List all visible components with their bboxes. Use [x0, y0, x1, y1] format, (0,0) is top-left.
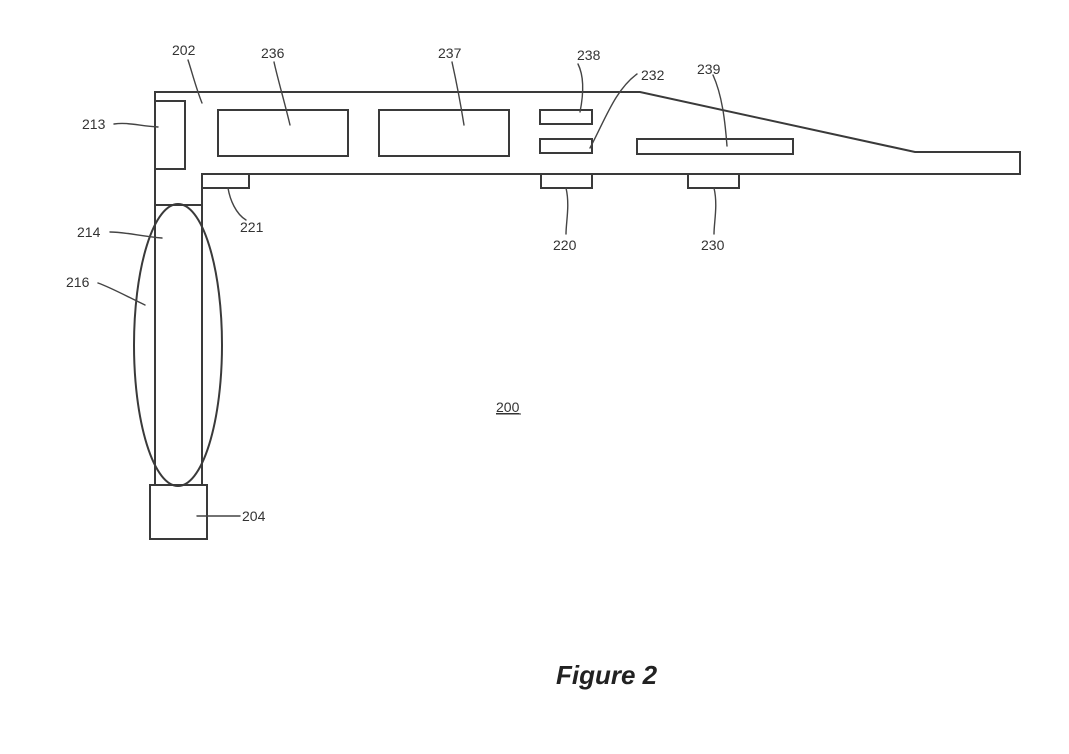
- ref-214: 214: [77, 224, 101, 240]
- ref-238: 238: [577, 47, 601, 63]
- leader-216: [97, 282, 146, 306]
- ref-236: 236: [261, 45, 285, 61]
- figure-caption: Figure 2: [556, 660, 658, 690]
- component-230: [687, 173, 740, 189]
- leader-213: [113, 122, 159, 128]
- leader-238: [577, 63, 584, 113]
- system-label: 200: [496, 399, 520, 415]
- leader-214: [109, 231, 163, 239]
- component-232: [539, 138, 593, 154]
- ref-213: 213: [82, 116, 106, 132]
- ref-202: 202: [172, 42, 196, 58]
- leader-232: [589, 73, 638, 149]
- ref-221: 221: [240, 219, 264, 235]
- ref-232: 232: [641, 67, 665, 83]
- component-216: [133, 203, 223, 487]
- component-238: [539, 109, 593, 125]
- component-239: [636, 138, 794, 155]
- ref-239: 239: [697, 61, 721, 77]
- component-221: [201, 173, 250, 189]
- leader-202: [187, 59, 203, 104]
- leader-221: [227, 187, 247, 221]
- ref-216: 216: [66, 274, 90, 290]
- component-220: [540, 173, 593, 189]
- ref-230: 230: [701, 237, 725, 253]
- ref-204: 204: [242, 508, 266, 524]
- leader-220: [565, 187, 569, 235]
- leader-239: [712, 74, 728, 147]
- ref-237: 237: [438, 45, 462, 61]
- leader-237: [451, 61, 465, 126]
- leader-230: [713, 187, 717, 235]
- ref-220: 220: [553, 237, 577, 253]
- leader-236: [273, 61, 291, 126]
- component-237: [378, 109, 510, 157]
- component-214: [154, 204, 203, 486]
- component-204: [149, 484, 208, 540]
- component-236: [217, 109, 349, 157]
- component-213: [154, 100, 186, 170]
